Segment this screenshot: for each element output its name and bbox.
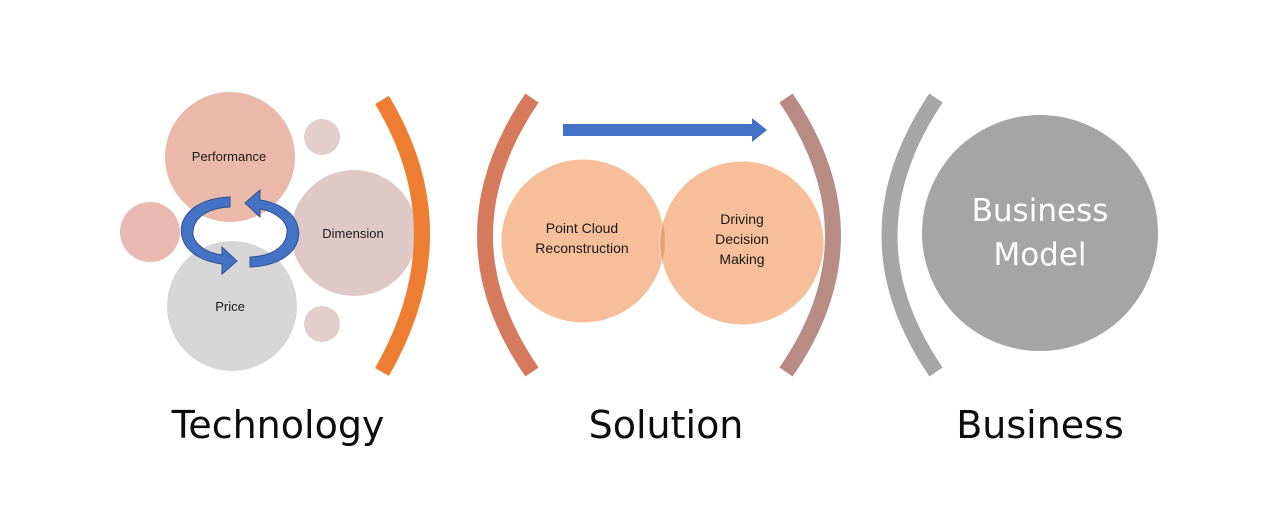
dimension-label: Dimension — [322, 226, 383, 241]
solution-left-bracket — [477, 93, 539, 377]
business-model-label-line1: Business — [972, 193, 1109, 229]
driving-label-line3: Making — [719, 251, 764, 267]
solution-section-label: Solution — [589, 403, 744, 447]
circular-arrows-icon — [180, 188, 300, 276]
dimension-circle — [291, 170, 417, 296]
business-model-circle — [922, 115, 1158, 351]
technology-section-label: Technology — [171, 403, 385, 447]
top-small-circle — [304, 119, 340, 155]
solution-right-bracket — [779, 93, 841, 377]
point-cloud-label-line2: Reconstruction — [535, 240, 628, 256]
business-left-bracket — [881, 93, 943, 377]
left-small-circle — [120, 202, 180, 262]
driving-label-line1: Driving — [720, 211, 764, 227]
right-arrow-icon — [563, 118, 767, 142]
driving-label-line2: Decision — [715, 231, 769, 247]
bottom-small-circle — [304, 306, 340, 342]
solution-venn — [500, 158, 825, 326]
technology-right-bracket — [375, 95, 430, 376]
performance-circle — [165, 92, 295, 222]
price-circle — [167, 241, 297, 371]
business-section-label: Business — [956, 403, 1124, 447]
performance-label: Performance — [192, 149, 266, 164]
price-label: Price — [215, 299, 245, 314]
point-cloud-label-line1: Point Cloud — [546, 220, 618, 236]
business-model-label-line2: Model — [993, 237, 1086, 273]
technology-cluster: Performance Dimension Price — [120, 92, 417, 371]
